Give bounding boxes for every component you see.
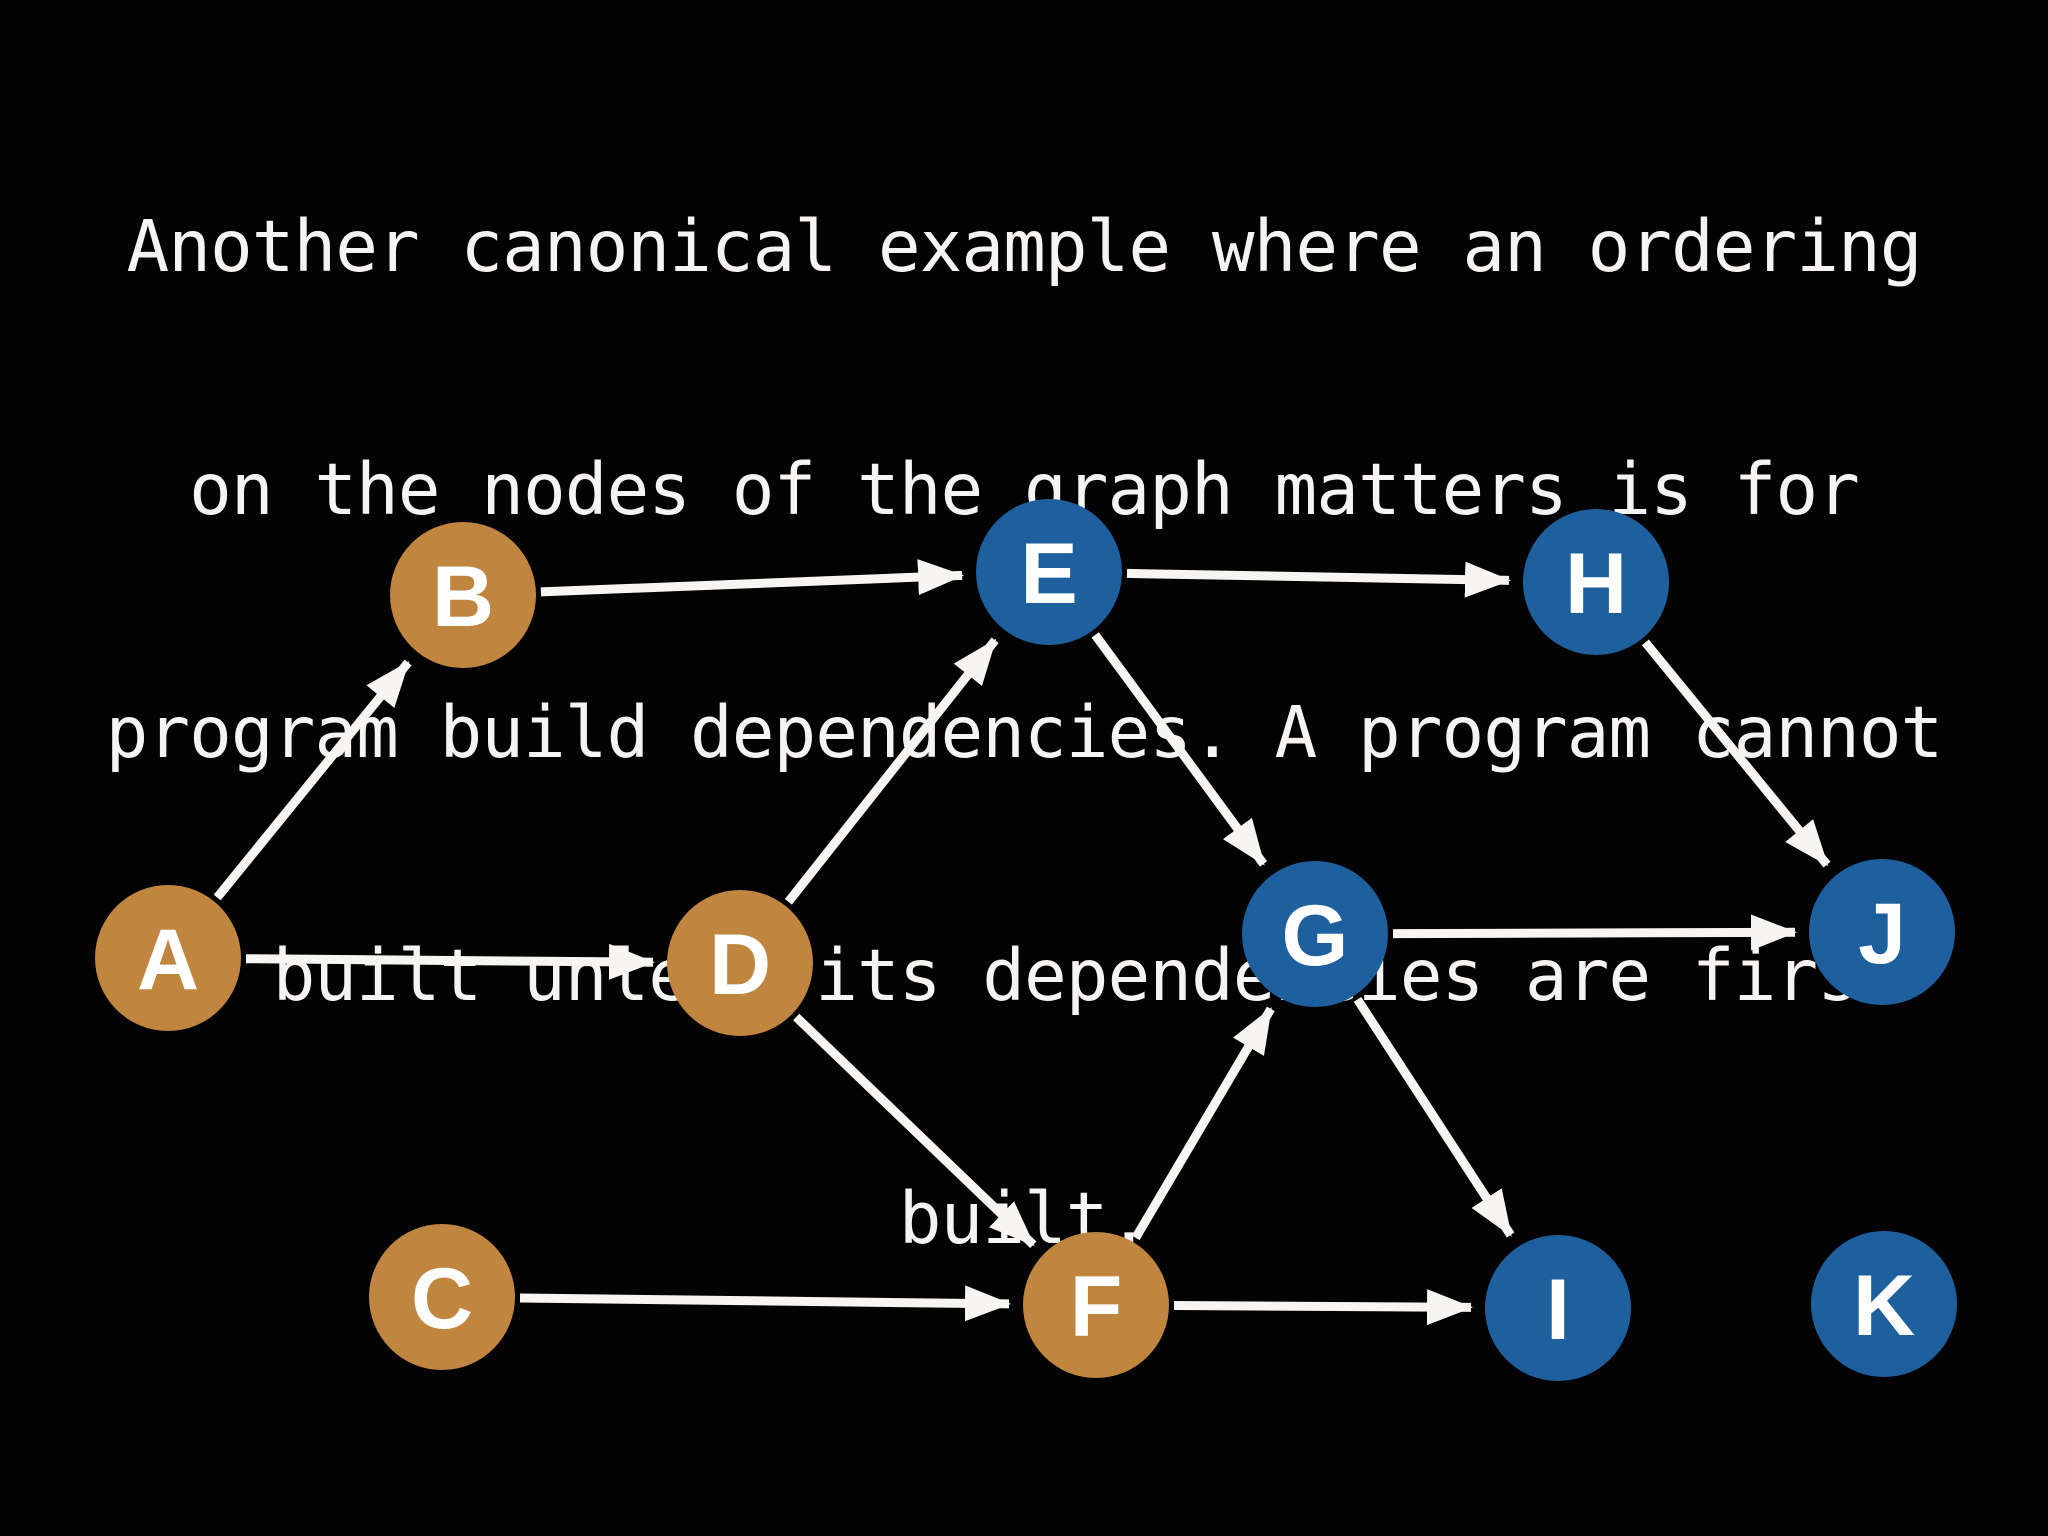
edge-E-G (1091, 632, 1268, 867)
node-A: A (95, 885, 241, 1031)
edge-F-G (1131, 1006, 1275, 1241)
edge-F-I (1173, 1289, 1473, 1326)
node-circle-I (1485, 1235, 1631, 1381)
node-circle-C (369, 1224, 515, 1370)
caption-line: Another canonical example where an order… (126, 205, 1922, 288)
node-D: D (667, 890, 813, 1036)
caption-line: program build dependencies. A program ca… (105, 691, 1944, 774)
node-layer: A B C D E F G H I J K (95, 499, 1957, 1381)
node-circle-K (1811, 1231, 1957, 1377)
node-H: H (1523, 509, 1669, 655)
caption-line: on the nodes of the graph matters is for (189, 448, 1860, 531)
node-K: K (1811, 1231, 1957, 1377)
node-label-J: J (1858, 886, 1906, 982)
node-I: I (1485, 1235, 1631, 1381)
node-G: G (1242, 861, 1388, 1007)
node-label-G: G (1282, 888, 1349, 984)
node-circle-A (95, 885, 241, 1031)
edge-B-E (540, 559, 965, 597)
edge-H-J (1641, 639, 1831, 868)
edge-E-H (1126, 561, 1511, 598)
node-label-A: A (137, 912, 199, 1008)
edge-A-D (245, 943, 655, 980)
edge-layer (213, 559, 1831, 1326)
edge-G-I (1353, 996, 1515, 1238)
node-circle-E (976, 499, 1122, 645)
node-circle-G (1242, 861, 1388, 1007)
node-label-H: H (1565, 536, 1627, 632)
edge-D-E (784, 637, 999, 905)
node-circle-D (667, 890, 813, 1036)
node-label-K: K (1853, 1258, 1915, 1354)
node-label-B: B (432, 549, 494, 645)
node-label-C: C (411, 1251, 473, 1347)
node-label-F: F (1070, 1259, 1123, 1355)
node-circle-B (390, 522, 536, 668)
node-circle-H (1523, 509, 1669, 655)
edge-C-F (519, 1285, 1011, 1322)
node-circle-F (1023, 1232, 1169, 1378)
node-C: C (369, 1224, 515, 1370)
node-circle-J (1809, 859, 1955, 1005)
node-label-I: I (1546, 1262, 1570, 1358)
node-label-D: D (709, 917, 771, 1013)
node-B: B (390, 522, 536, 668)
node-J: J (1809, 859, 1955, 1005)
node-F: F (1023, 1232, 1169, 1378)
edge-A-B (213, 659, 412, 901)
node-E: E (976, 499, 1122, 645)
edge-D-F (793, 1013, 1037, 1248)
edge-G-J (1392, 914, 1797, 951)
node-label-E: E (1020, 526, 1077, 622)
